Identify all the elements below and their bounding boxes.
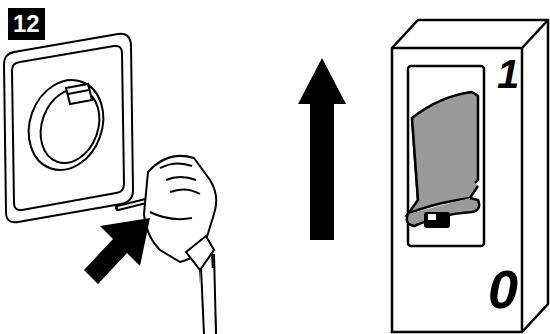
step-number-text: 12 — [13, 12, 40, 36]
step-number: 12 — [8, 8, 45, 40]
switch-position-label: 1 — [497, 54, 519, 94]
rocker-switch — [392, 20, 548, 332]
wall-socket — [4, 34, 133, 223]
switch-arrow — [298, 58, 346, 240]
switch-position-label: 0 — [488, 262, 518, 316]
insert-arrow — [84, 218, 150, 284]
